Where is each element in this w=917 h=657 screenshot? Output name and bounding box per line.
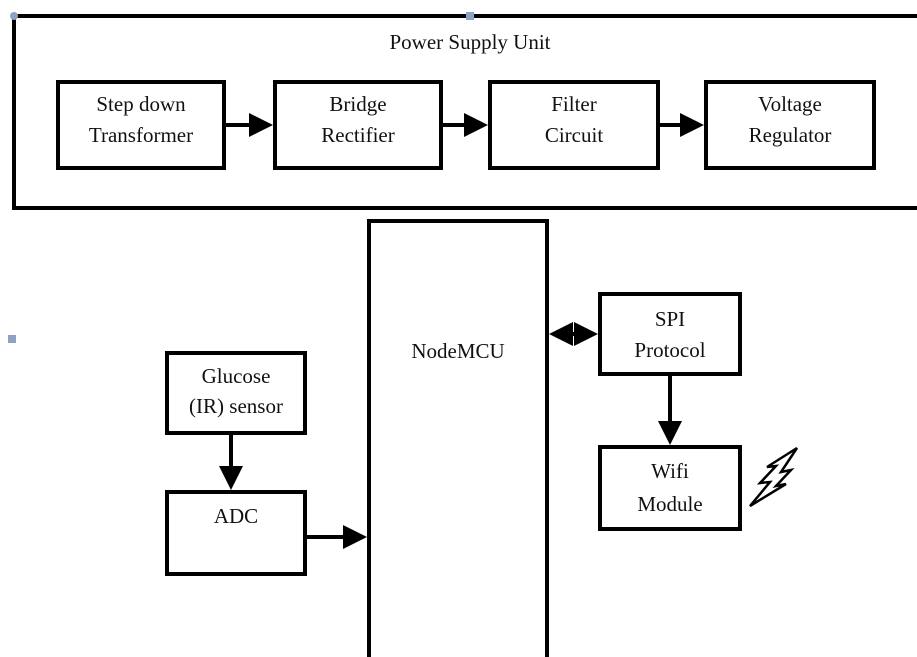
wifi-module-box bbox=[598, 445, 742, 531]
bridge-rectifier-box bbox=[273, 80, 443, 170]
power-supply-title: Power Supply Unit bbox=[389, 30, 550, 54]
step-down-transformer-label-1: Step down bbox=[96, 92, 186, 116]
nodemcu-box bbox=[367, 219, 549, 657]
spi-protocol-block: SPI Protocol bbox=[598, 292, 742, 376]
voltage-regulator-label-2: Regulator bbox=[749, 123, 832, 147]
lightning-bolt-icon bbox=[749, 446, 799, 508]
power-supply-frame bbox=[12, 14, 917, 210]
nodemcu-block: NodeMCU bbox=[367, 219, 549, 657]
adc-block: ADC bbox=[165, 490, 307, 576]
voltage-regulator-box bbox=[704, 80, 876, 170]
filter-circuit-box bbox=[488, 80, 660, 170]
bridge-rectifier-label-2: Rectifier bbox=[321, 123, 394, 147]
voltage-regulator-label-1: Voltage bbox=[758, 92, 822, 116]
spi-protocol-label-2: Protocol bbox=[634, 338, 705, 362]
voltage-regulator-block: Voltage Regulator bbox=[704, 80, 876, 170]
glucose-sensor-box bbox=[165, 351, 307, 435]
wifi-module-label-2: Module bbox=[637, 492, 702, 516]
bridge-rectifier-block: Bridge Rectifier bbox=[273, 80, 443, 170]
bridge-rectifier-label-1: Bridge bbox=[329, 92, 386, 116]
filter-circuit-label-1: Filter bbox=[551, 92, 597, 116]
nodemcu-label: NodeMCU bbox=[411, 339, 504, 363]
adc-label: ADC bbox=[214, 504, 258, 528]
filter-circuit-block: Filter Circuit bbox=[488, 80, 660, 170]
glucose-sensor-label-1: Glucose bbox=[202, 364, 271, 388]
step-down-transformer-label-2: Transformer bbox=[89, 123, 193, 147]
wifi-module-label-1: Wifi bbox=[651, 459, 689, 483]
spi-protocol-box bbox=[598, 292, 742, 376]
selection-handle-top-middle[interactable] bbox=[466, 12, 474, 20]
selection-handle-left-middle[interactable] bbox=[8, 335, 16, 343]
selection-handle-top-left[interactable] bbox=[10, 12, 18, 20]
glucose-sensor-block: Glucose (IR) sensor bbox=[165, 351, 307, 435]
spi-protocol-label-1: SPI bbox=[655, 307, 685, 331]
glucose-sensor-label-2: (IR) sensor bbox=[189, 394, 283, 418]
step-down-transformer-block: Step down Transformer bbox=[56, 80, 226, 170]
wifi-module-block: Wifi Module bbox=[598, 445, 742, 531]
adc-box bbox=[165, 490, 307, 576]
power-supply-unit: Power Supply Unit Step down Transformer … bbox=[12, 14, 917, 210]
filter-circuit-label-2: Circuit bbox=[545, 123, 603, 147]
